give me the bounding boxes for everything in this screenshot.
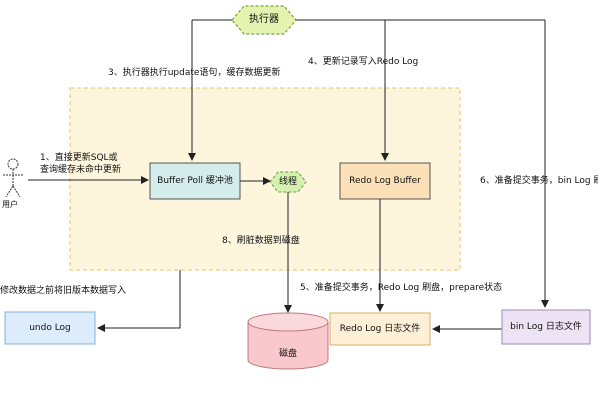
bin-log-file-box[interactable] xyxy=(501,309,591,345)
arrow-to-undo-log xyxy=(97,270,181,332)
user-label: 用户 xyxy=(2,200,18,209)
step5-label: 5、准备提交事务，Redo Log 刷盘，prepare状态 xyxy=(300,283,503,293)
step3-label: 3、执行器执行update语句，缓存数据更新 xyxy=(108,68,281,78)
step1-line1: 1、直接更新SQL或 xyxy=(40,153,118,163)
redo-log-file-box[interactable] xyxy=(329,312,431,346)
step6-label: 6、准备提交事务，bin Log 刷 xyxy=(480,176,598,186)
undo-log-box[interactable] xyxy=(4,311,96,345)
bin-log-file-label: bin Log 日志文件 xyxy=(510,322,582,332)
user-icon xyxy=(3,158,23,198)
step8-label: 8、刷脏数据到磁盘 xyxy=(222,236,300,246)
redo-log-file-label: Redo Log 日志文件 xyxy=(339,324,421,334)
redo-log-buffer-box[interactable] xyxy=(339,162,431,200)
step4-label: 4、更新记录写入Redo Log xyxy=(308,57,419,67)
undo-log-label: undo Log xyxy=(29,323,71,333)
disk-cylinder[interactable] xyxy=(247,312,329,370)
executor-label: 执行器 xyxy=(249,14,279,25)
buffer-pool-label: Buffer Poll 缓冲池 xyxy=(157,176,233,186)
step2-label: 修改数据之前将旧版本数据写入 xyxy=(0,286,127,296)
thread-label: 线程 xyxy=(278,177,297,187)
redo-log-buffer-label: Redo Log Buffer xyxy=(349,176,421,186)
step1-line2: 查询缓存未命中更新 xyxy=(40,165,122,175)
disk-label: 磁盘 xyxy=(278,349,297,359)
thread-node[interactable] xyxy=(269,171,307,193)
